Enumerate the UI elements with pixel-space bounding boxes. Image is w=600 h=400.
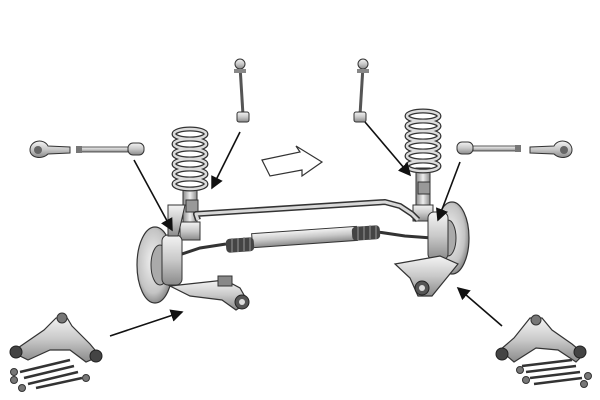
arrow-arm-right — [456, 286, 503, 327]
stabilizer-bar — [193, 199, 421, 223]
direction-arrow — [261, 145, 324, 178]
control-arm-kit-right — [495, 314, 592, 388]
control-arm-kit-left — [9, 312, 103, 392]
strut-right — [404, 108, 442, 222]
lower-arm-left — [167, 275, 250, 311]
stabilizer-link-left — [234, 58, 250, 123]
rack-boot-right — [351, 225, 381, 241]
arrow-link-right — [364, 121, 412, 177]
rack-boot-left — [225, 237, 255, 253]
arrow-link-left — [211, 131, 241, 190]
inner-tie-rod-right — [456, 141, 521, 155]
hub-left — [136, 204, 186, 304]
strut-left — [171, 126, 209, 241]
lower-arm-right — [393, 255, 459, 297]
leader-arrows — [109, 121, 503, 337]
tie-rod-end-right — [529, 140, 573, 158]
arrow-arm-left — [109, 309, 184, 337]
stabilizer-link-right — [353, 58, 369, 123]
arrow-tierod-right — [435, 161, 461, 222]
arrow-tierod-left — [133, 159, 173, 232]
steering-rack — [169, 225, 433, 260]
inner-tie-rod-left — [76, 142, 145, 156]
tie-rod-end-left — [29, 140, 71, 158]
